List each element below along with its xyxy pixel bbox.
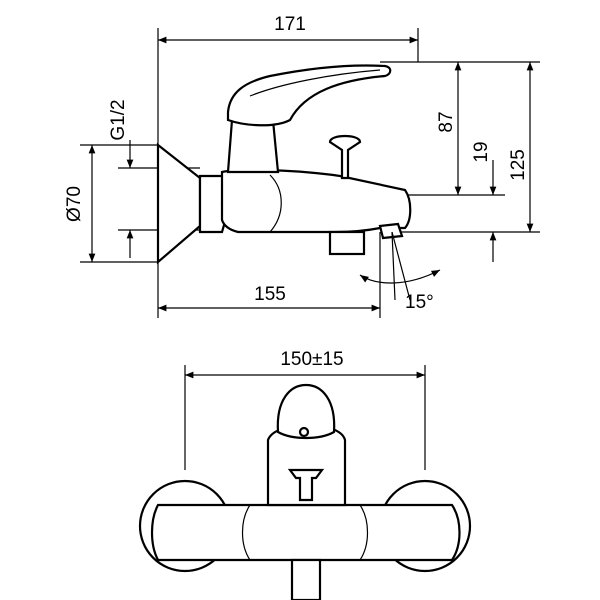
- lever-handle: [226, 64, 392, 127]
- faucet-body: [220, 168, 412, 234]
- dimension-87-label: 87: [436, 111, 457, 132]
- side-view: 171 155 15° G1/2 Ø70 87 19 125: [64, 14, 540, 318]
- dimension-150-label: 150±15: [280, 349, 343, 370]
- dimension-angle-label: 15°: [405, 292, 434, 313]
- indicator-dot: [298, 426, 310, 438]
- spout-aerator: [378, 222, 404, 240]
- dimension-155-label: 155: [254, 284, 286, 305]
- bath-outlet-front: [290, 558, 322, 600]
- front-view: 150±15: [138, 349, 472, 600]
- lever-handle-front: [276, 383, 336, 440]
- dimension-diameter-label: Ø70: [64, 186, 85, 222]
- dimension-19-label: 19: [471, 141, 492, 162]
- dimension-125-label: 125: [508, 149, 529, 181]
- dimension-171-label: 171: [274, 14, 306, 35]
- bath-outlet: [328, 230, 366, 256]
- dimension-thread-label: G1/2: [108, 99, 129, 140]
- diverter-knob-front: [287, 468, 325, 502]
- faucet-body-front: [150, 503, 461, 562]
- wall-flange: [156, 142, 202, 265]
- diverter-knob: [328, 134, 362, 180]
